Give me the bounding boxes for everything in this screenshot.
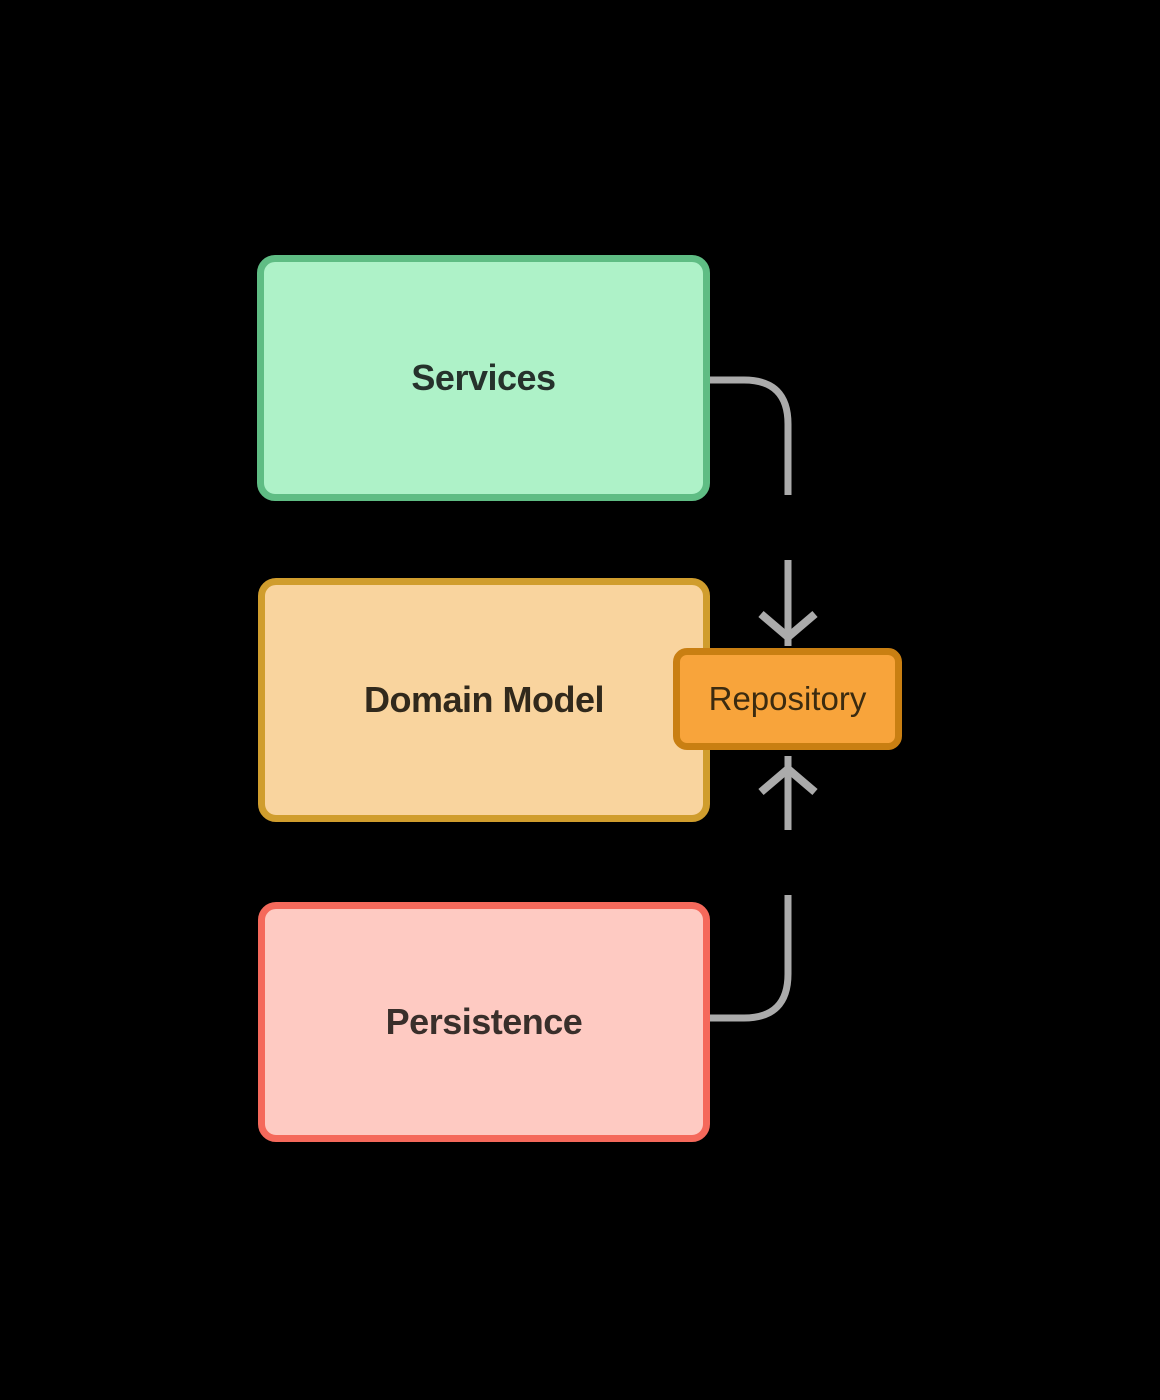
node-domain-model-label: Domain Model [363, 679, 605, 720]
node-persistence-label: Persistence [385, 1001, 583, 1042]
node-repository-label: Repository [708, 680, 867, 717]
node-persistence: Persistence [258, 902, 710, 1142]
arrowhead-up-icon [758, 763, 818, 796]
arrow-services-to-repository [704, 376, 818, 646]
node-domain-model: Domain Model [258, 578, 710, 822]
arrow-persistence-to-repository [704, 756, 818, 1022]
arrowhead-down-icon [758, 610, 818, 643]
node-services-label: Services [411, 357, 556, 398]
arrow-curve-segment [704, 376, 792, 495]
node-services: Services [257, 255, 710, 501]
node-repository: Repository [673, 648, 902, 750]
arrow-curve-segment [704, 895, 792, 1022]
